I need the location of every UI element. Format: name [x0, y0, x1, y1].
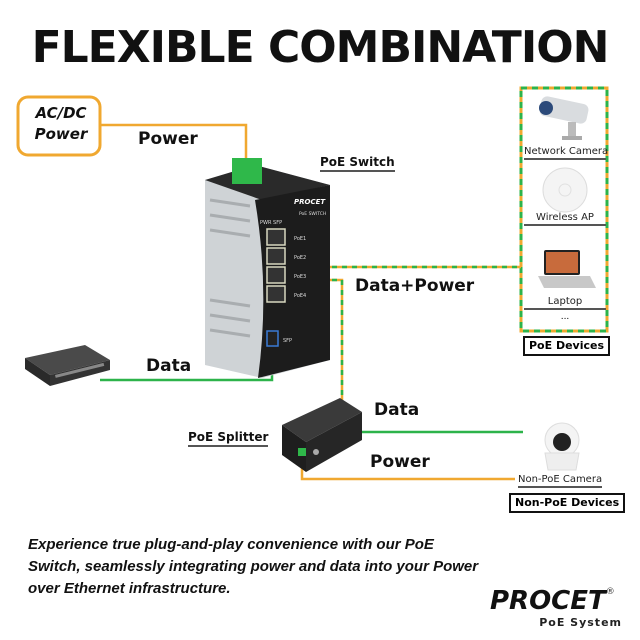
non-poe-devices-title: Non-PoE Devices	[509, 493, 626, 513]
port-label: PoE1	[294, 236, 306, 242]
logo-tagline: PoE System	[539, 616, 622, 629]
procet-logo: PROCET® PoE System	[490, 586, 636, 629]
port-label: PoE4	[294, 293, 306, 299]
power-terminal	[232, 158, 262, 184]
data-label: Data	[146, 356, 192, 376]
non-poe-camera-icon	[544, 422, 580, 471]
port-label: PoE3	[294, 274, 306, 280]
poe-splitter-label: PoE Splitter	[188, 430, 269, 447]
led-label: PWR SFP	[260, 220, 282, 226]
data-power-label: Data+Power	[355, 276, 475, 296]
network-camera-icon	[539, 96, 589, 140]
splitter-power-label: Power	[370, 452, 430, 472]
logo-brand: PROCET	[490, 586, 606, 616]
power-line	[100, 123, 248, 158]
page-title: FLEXIBLE COMBINATION	[31, 22, 610, 73]
device-label-non-poe-camera: Non-PoE Camera	[518, 474, 603, 488]
more-devices: ...	[560, 312, 570, 322]
switch-model: PoE SWITCH	[299, 211, 326, 217]
device-label-wireless-ap: Wireless AP	[524, 212, 606, 226]
port-label: PoE2	[294, 255, 306, 261]
poe-splitter-device	[282, 398, 362, 472]
power-source-label: AC/DC Power	[26, 103, 96, 145]
device-label-laptop: Laptop	[524, 296, 606, 310]
switch-brand: PROCET	[294, 198, 326, 206]
poe-switch-label: PoE Switch	[320, 155, 395, 172]
wireless-ap-icon	[542, 167, 588, 213]
power-label: Power	[138, 129, 198, 149]
network-switch-icon	[25, 345, 110, 386]
poe-switch-device: PoE1 PoE2 PoE3 PoE4 SFP PWR SFP PROCET P…	[205, 158, 330, 378]
laptop-icon	[538, 250, 596, 288]
sfp-label: SFP	[283, 338, 292, 344]
poe-devices-title: PoE Devices	[523, 336, 611, 356]
power-source-line1: AC/DC	[35, 104, 87, 122]
data-power-line	[300, 237, 521, 405]
sfp-port	[266, 330, 279, 347]
device-label-network-camera: Network Camera	[524, 146, 608, 160]
splitter-data-label: Data	[374, 400, 420, 420]
poe-devices-border-orange	[519, 86, 609, 333]
caption: Experience true plug-and-play convenienc…	[28, 536, 479, 597]
power-source-line2: Power	[34, 125, 88, 143]
logo-registered: ®	[605, 587, 615, 597]
